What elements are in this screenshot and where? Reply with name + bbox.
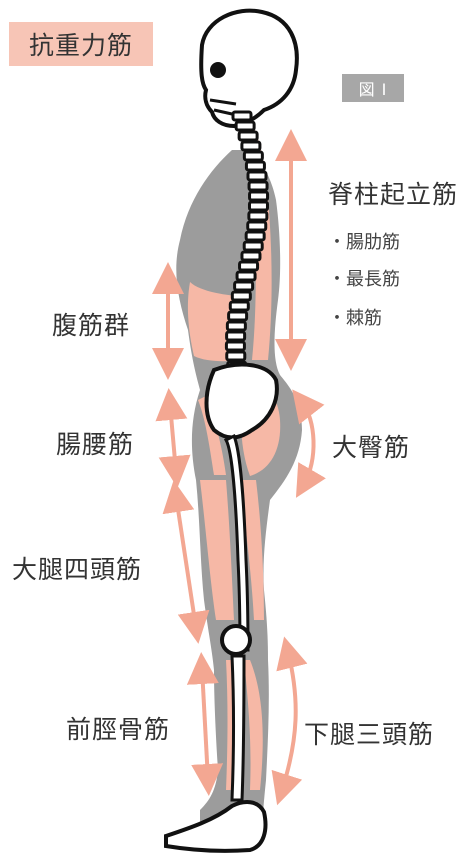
vertebra (230, 302, 248, 310)
label-longissimus: ・最長筋 (328, 265, 400, 291)
label-triceps-surae: 下腿三頭筋 (304, 715, 434, 751)
vertebra (239, 132, 257, 140)
vertebra (248, 222, 266, 230)
vertebra (242, 142, 260, 150)
vertebra (249, 212, 267, 220)
label-erector-spinae: 脊柱起立筋 (328, 175, 458, 211)
vertebra (248, 172, 266, 180)
tibia (232, 656, 244, 800)
vertebra (229, 312, 247, 320)
arrow-iliopsoas (170, 404, 176, 472)
vertebra (236, 122, 254, 130)
vertebra (233, 112, 251, 120)
label-quadriceps: 大腿四頭筋 (12, 550, 142, 586)
vertebra (249, 182, 267, 190)
label-iliopsoas: 腸腰筋 (56, 425, 134, 461)
vertebra (249, 202, 267, 210)
label-tibialis-anterior: 前脛骨筋 (66, 710, 170, 746)
arrow-tibialis (202, 668, 208, 780)
label-iliocostalis: ・腸肋筋 (328, 228, 400, 254)
label-abdominal: 腹筋群 (52, 306, 130, 342)
vertebra (232, 292, 250, 300)
vertebra (227, 322, 245, 330)
vertebra (246, 162, 264, 170)
vertebra (250, 192, 268, 200)
vertebra (246, 232, 264, 240)
arrow-gluteus (302, 402, 314, 484)
vertebra (227, 332, 245, 340)
vertebra (240, 262, 258, 270)
vertebra (226, 342, 244, 350)
vertebra (227, 352, 245, 360)
title-badge: 抗重力筋 (9, 22, 153, 66)
arrow-quadriceps (176, 496, 196, 628)
arrow-triceps-surae (282, 652, 296, 790)
figure-label-badge: 図 I (342, 74, 404, 102)
vertebra (242, 252, 260, 260)
label-gluteus-maximus: 大臀筋 (332, 428, 410, 464)
vertebra (244, 242, 262, 250)
label-spinalis: ・棘筋 (328, 304, 382, 330)
skull (201, 11, 297, 126)
vertebra (244, 152, 262, 160)
vertebra (235, 282, 253, 290)
vertebra (237, 272, 255, 280)
knee-cap (222, 626, 250, 654)
